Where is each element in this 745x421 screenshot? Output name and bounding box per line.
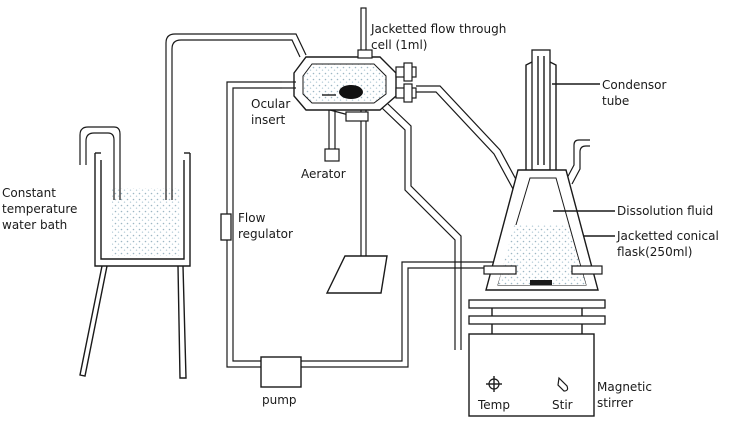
flow-cell-label-line1: Jacketted flow through: [370, 22, 506, 36]
pump-label: pump: [262, 393, 297, 407]
flow-cell-label-line2: cell (1ml): [371, 38, 427, 52]
condenser-label-line2: tube: [602, 94, 629, 108]
leader-lines: [322, 83, 615, 237]
flow-through-cell: [282, 7, 417, 294]
tube-bath-to-cell: [165, 33, 307, 200]
flow-regulator: [220, 213, 232, 241]
aerator-label: Aerator: [301, 167, 346, 181]
ocular-insert-label-line1: Ocular: [251, 97, 290, 111]
water-bath-label-line3: water bath: [2, 218, 67, 232]
water-bath-label-line1: Constant: [2, 186, 56, 200]
pump: [260, 356, 302, 388]
conical-flask: [483, 49, 603, 291]
magnetic-stirrer-label-line2: stirrer: [597, 396, 633, 410]
tube-cell-to-flask: [416, 85, 526, 201]
magnetic-stirrer-label-line1: Magnetic: [597, 380, 652, 394]
stir-knob-icon[interactable]: [557, 376, 569, 392]
water-bath-label-line2: temperature: [2, 202, 77, 216]
stir-knob-label: Stir: [552, 398, 573, 412]
flow-regulator-label-line2: regulator: [238, 227, 293, 241]
conical-flask-label-line2: flask(250ml): [617, 245, 692, 259]
temp-knob-label: Temp: [477, 398, 510, 412]
tube-cell-return: [381, 103, 462, 350]
temp-knob-icon[interactable]: [486, 376, 502, 392]
conical-flask-label-line1: Jacketted conical: [616, 229, 719, 243]
dissolution-fluid-label: Dissolution fluid: [617, 204, 713, 218]
condenser-label-line1: Condensor: [602, 78, 667, 92]
magnetic-stirrer: [468, 299, 606, 417]
ocular-insert-label-line2: insert: [251, 113, 286, 127]
water-bath: [79, 126, 191, 379]
flow-regulator-label-line1: Flow: [238, 211, 266, 225]
